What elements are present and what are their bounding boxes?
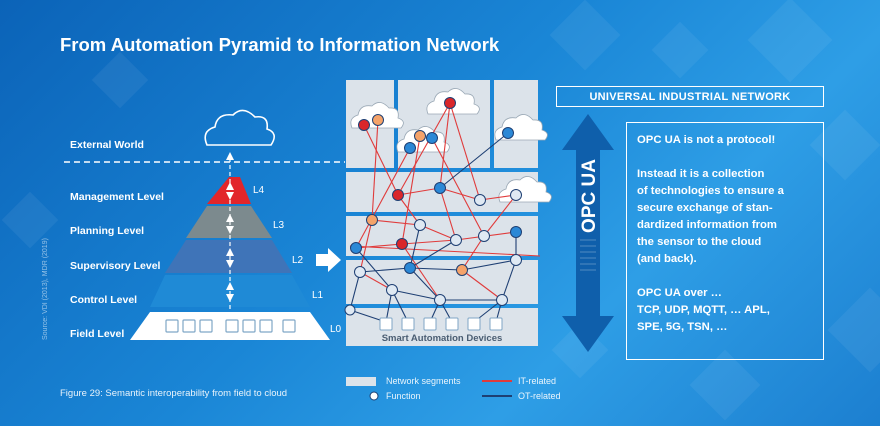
legend-function: Function bbox=[386, 391, 421, 401]
opc-para3-line-1: OPC UA over … bbox=[637, 287, 722, 299]
level-label-external: External World bbox=[70, 139, 144, 151]
opc-para2-line-3: secure exchange of stan- bbox=[637, 202, 773, 214]
smart-devices-label: Smart Automation Devices bbox=[381, 333, 503, 344]
level-label-control: Control Level bbox=[70, 294, 138, 306]
opc-line-1: OPC UA is not a protocol! bbox=[637, 134, 776, 146]
smart-devices bbox=[379, 317, 503, 331]
network-segments bbox=[346, 80, 538, 346]
opc-ua-info-box: OPC UA is not a protocol! Instead it is … bbox=[626, 122, 824, 360]
legend-function-swatch bbox=[369, 391, 379, 401]
level-tag-l1: L1 bbox=[312, 290, 324, 301]
level-tag-l2: L2 bbox=[292, 255, 304, 266]
level-label-planning: Planning Level bbox=[70, 225, 145, 237]
opc-para2-line-6: (and back). bbox=[637, 253, 697, 265]
level-label-management: Management Level bbox=[70, 191, 164, 203]
opc-para2-line-5: the sensor to the cloud bbox=[637, 236, 762, 248]
pyramid-l4 bbox=[207, 177, 251, 204]
opc-para3-line-3: SPE, 5G, TSN, … bbox=[637, 321, 728, 333]
it-links bbox=[349, 102, 541, 301]
legend-segments: Network segments bbox=[386, 376, 461, 386]
pyramid-l0 bbox=[130, 312, 330, 340]
opc-para2-line-1: Instead it is a collection bbox=[637, 168, 765, 180]
cloud-icon bbox=[204, 109, 275, 146]
transition-arrow bbox=[316, 248, 341, 272]
page-title: From Automation Pyramid to Information N… bbox=[60, 34, 500, 55]
pyramid-l2 bbox=[165, 240, 292, 273]
legend-segment-swatch bbox=[346, 377, 376, 386]
level-tag-l0: L0 bbox=[330, 324, 342, 335]
function-nodes bbox=[344, 97, 522, 316]
opc-ua-arrow-label: OPC UA bbox=[579, 159, 600, 233]
legend-ot: OT-related bbox=[518, 391, 561, 401]
level-tag-l3: L3 bbox=[273, 220, 285, 231]
level-label-supervisory: Supervisory Level bbox=[70, 260, 161, 272]
opc-para3-line-2: TCP, UDP, MQTT, … APL, bbox=[637, 304, 770, 316]
opc-para2-line-2: of technologies to ensure a bbox=[637, 185, 784, 197]
level-tag-l4: L4 bbox=[253, 185, 265, 196]
opc-para2-line-4: dardized information from bbox=[637, 219, 777, 231]
field-devices bbox=[165, 319, 296, 333]
universal-network-header: UNIVERSAL INDUSTRIAL NETWORK bbox=[556, 86, 824, 107]
figure-caption: Figure 29: Semantic interoperability fro… bbox=[60, 388, 288, 399]
legend-it: IT-related bbox=[518, 376, 557, 386]
level-label-field: Field Level bbox=[70, 328, 125, 340]
